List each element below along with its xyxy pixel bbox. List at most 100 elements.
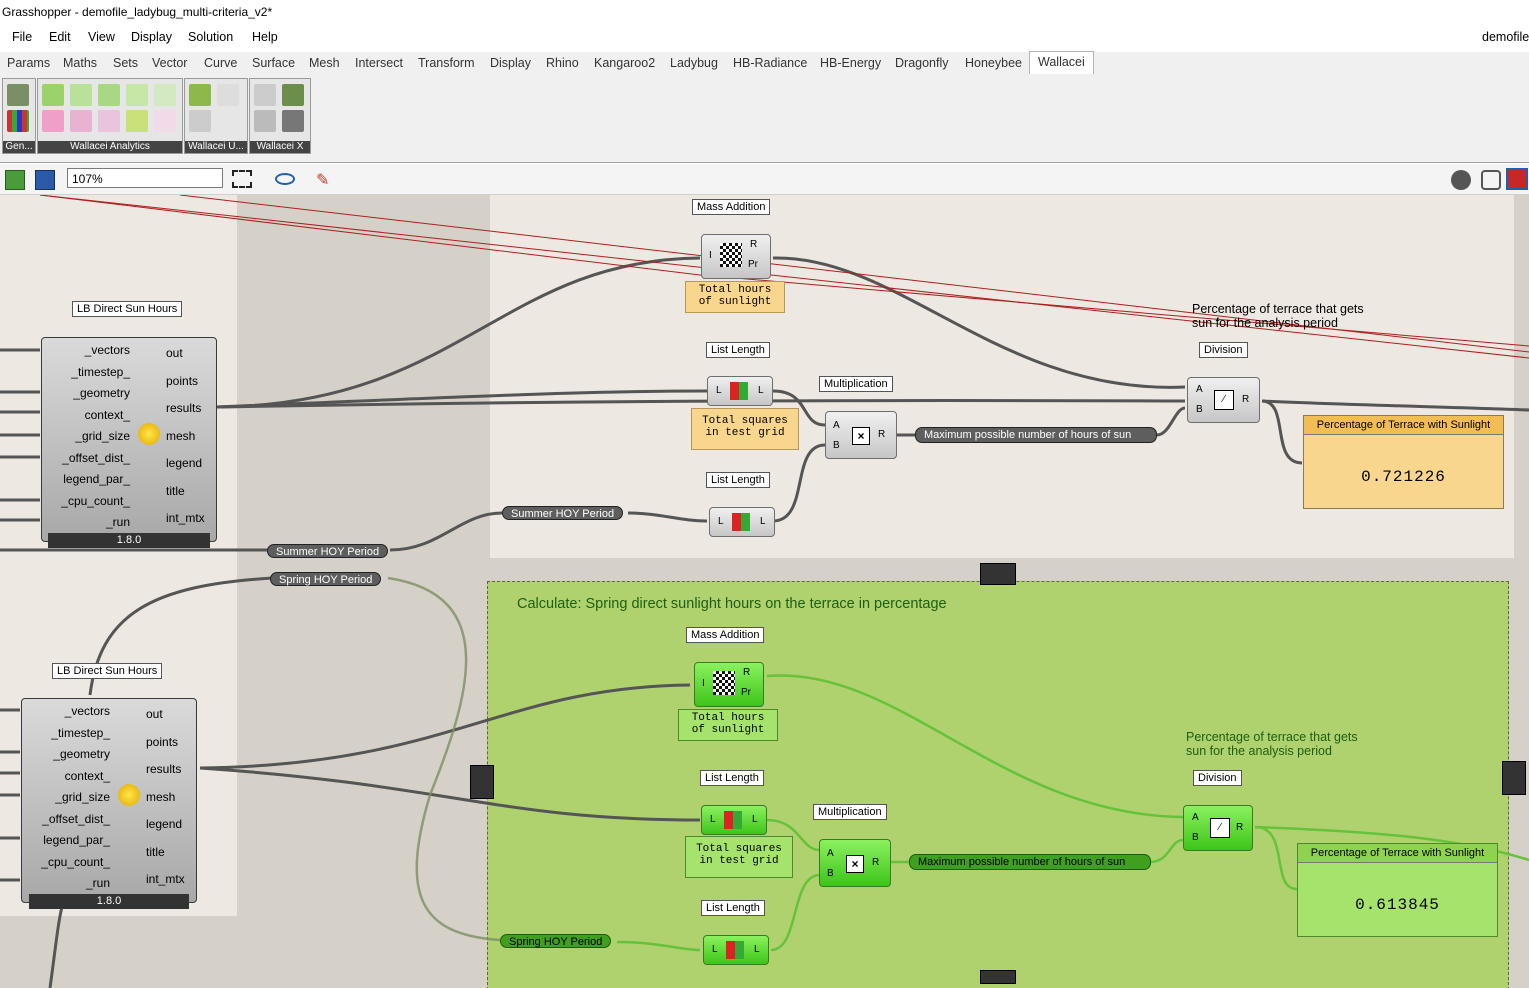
output-points[interactable]: points <box>146 729 194 757</box>
trend-icon[interactable] <box>98 110 120 132</box>
tab-transform[interactable]: Transform <box>418 56 475 70</box>
input-legend-par[interactable]: legend_par_ <box>50 469 130 491</box>
tab-maths[interactable]: Maths <box>63 56 97 70</box>
input-vectors[interactable]: _vectors <box>30 701 110 723</box>
output-out[interactable]: out <box>146 701 194 729</box>
preview-eye-icon[interactable] <box>275 173 295 185</box>
result-summer-panel[interactable]: Percentage of Terrace with Sunlight 0.72… <box>1303 415 1504 509</box>
silhouette-icon[interactable] <box>282 110 304 132</box>
tab-rhino[interactable]: Rhino <box>546 56 579 70</box>
input-timestep[interactable]: _timestep_ <box>30 723 110 745</box>
input-grid-size[interactable]: _grid_size <box>30 787 110 809</box>
cluster-icon[interactable] <box>189 84 211 106</box>
output-results[interactable]: results <box>146 756 194 784</box>
division-spring[interactable]: A B ⁄ R <box>1183 805 1253 851</box>
tab-vector[interactable]: Vector <box>152 56 187 70</box>
mass-addition-spring[interactable]: I R Pr <box>694 662 764 707</box>
generator-icon[interactable] <box>7 84 29 106</box>
input-offset-dist[interactable]: _offset_dist_ <box>50 448 130 470</box>
save-icon[interactable] <box>35 170 55 190</box>
input-geometry[interactable]: _geometry <box>30 744 110 766</box>
parallel-coords-icon[interactable] <box>154 84 176 106</box>
list-length-spring-1[interactable]: L L <box>701 805 767 835</box>
diamond-icon[interactable] <box>126 84 148 106</box>
shaded-preview-icon[interactable] <box>1451 170 1471 190</box>
bars-icon[interactable] <box>154 110 176 132</box>
output-points[interactable]: points <box>166 368 214 396</box>
output-legend[interactable]: legend <box>166 450 214 478</box>
output-title[interactable]: title <box>166 478 214 506</box>
multiplication-spring[interactable]: A B × R <box>819 839 891 887</box>
pink-chart-icon[interactable] <box>42 110 64 132</box>
total-hours-panel-spring[interactable]: Total hours of sunlight <box>678 709 778 741</box>
output-int-mtx[interactable]: int_mtx <box>146 866 194 894</box>
input-run[interactable]: _run <box>50 512 130 534</box>
grid-icon[interactable] <box>282 84 304 106</box>
scatter-icon[interactable] <box>70 84 92 106</box>
menu-edit[interactable]: Edit <box>49 30 71 44</box>
tab-sets[interactable]: Sets <box>113 56 138 70</box>
tab-curve[interactable]: Curve <box>204 56 237 70</box>
result-spring-panel[interactable]: Percentage of Terrace with Sunlight 0.61… <box>1297 843 1498 937</box>
output-mesh[interactable]: mesh <box>166 423 214 451</box>
multiplication-summer[interactable]: A B × R <box>825 411 897 459</box>
open-icon[interactable] <box>5 170 25 190</box>
tab-hb-energy[interactable]: HB-Energy <box>820 56 881 70</box>
tab-ladybug[interactable]: Ladybug <box>670 56 718 70</box>
group-handle-icon[interactable] <box>980 970 1016 984</box>
input-offset-dist[interactable]: _offset_dist_ <box>30 809 110 831</box>
chart-line-icon[interactable] <box>42 84 64 106</box>
zoom-select[interactable]: 107% <box>67 168 223 188</box>
tab-surface[interactable]: Surface <box>252 56 295 70</box>
max-hours-spring[interactable]: Maximum possible number of hours of sun <box>909 854 1151 870</box>
tab-intersect[interactable]: Intersect <box>355 56 403 70</box>
lb-direct-sun-hours-1[interactable]: _vectors _timestep_ _geometry context_ _… <box>41 337 217 542</box>
spring-hoy-period-left[interactable]: Spring HOY Period <box>270 572 381 586</box>
list-length-summer-2[interactable]: L L <box>709 507 775 537</box>
division-summer[interactable]: A B ⁄ R <box>1187 377 1260 423</box>
mass-addition-summer[interactable]: I R Pr <box>701 234 771 279</box>
menu-view[interactable]: View <box>88 30 115 44</box>
input-vectors[interactable]: _vectors <box>50 340 130 362</box>
selected-preview-icon[interactable] <box>1506 168 1528 190</box>
wireframe-preview-icon[interactable] <box>1481 170 1501 190</box>
menu-file[interactable]: File <box>12 30 32 44</box>
menu-help[interactable]: Help <box>252 30 278 44</box>
input-timestep[interactable]: _timestep_ <box>50 362 130 384</box>
input-legend-par[interactable]: legend_par_ <box>30 830 110 852</box>
summer-hoy-period-left[interactable]: Summer HOY Period <box>267 544 388 558</box>
tab-display[interactable]: Display <box>490 56 531 70</box>
menu-solution[interactable]: Solution <box>188 30 233 44</box>
summer-hoy-period[interactable]: Summer HOY Period <box>502 506 623 520</box>
output-int-mtx[interactable]: int_mtx <box>166 505 214 533</box>
sketch-pen-icon[interactable]: ✎ <box>316 170 334 188</box>
sd-icon[interactable] <box>126 110 148 132</box>
input-geometry[interactable]: _geometry <box>50 383 130 405</box>
total-squares-panel-spring[interactable]: Total squares in test grid <box>685 836 793 878</box>
spring-hoy-period[interactable]: Spring HOY Period <box>500 934 611 948</box>
input-context[interactable]: context_ <box>30 766 110 788</box>
list-length-spring-2[interactable]: L L <box>703 935 769 965</box>
lb-direct-sun-hours-2[interactable]: _vectors _timestep_ _geometry context_ _… <box>21 698 197 903</box>
zoom-extents-icon[interactable] <box>232 170 252 188</box>
grasshopper-canvas[interactable]: LB Direct Sun Hours _vectors _timestep_ … <box>0 195 1529 988</box>
select-icon[interactable] <box>217 84 239 106</box>
output-out[interactable]: out <box>166 340 214 368</box>
tab-honeybee[interactable]: Honeybee <box>965 56 1022 70</box>
input-cpu-count[interactable]: _cpu_count_ <box>30 852 110 874</box>
color-grid-icon[interactable] <box>7 110 29 132</box>
wallacei-x-icon[interactable] <box>254 84 276 106</box>
total-squares-panel[interactable]: Total squares in test grid <box>691 408 799 450</box>
tab-kangaroo2[interactable]: Kangaroo2 <box>594 56 655 70</box>
input-context[interactable]: context_ <box>50 405 130 427</box>
tab-params[interactable]: Params <box>7 56 50 70</box>
group-handle-icon[interactable] <box>1502 761 1526 795</box>
total-hours-panel[interactable]: Total hours of sunlight <box>685 281 785 313</box>
tab-dragonfly[interactable]: Dragonfly <box>895 56 949 70</box>
input-run[interactable]: _run <box>30 873 110 895</box>
tab-wallacei[interactable]: Wallacei <box>1029 51 1094 75</box>
list-length-summer-1[interactable]: L L <box>707 376 773 406</box>
output-results[interactable]: results <box>166 395 214 423</box>
max-hours-summer[interactable]: Maximum possible number of hours of sun <box>915 427 1157 443</box>
output-title[interactable]: title <box>146 839 194 867</box>
